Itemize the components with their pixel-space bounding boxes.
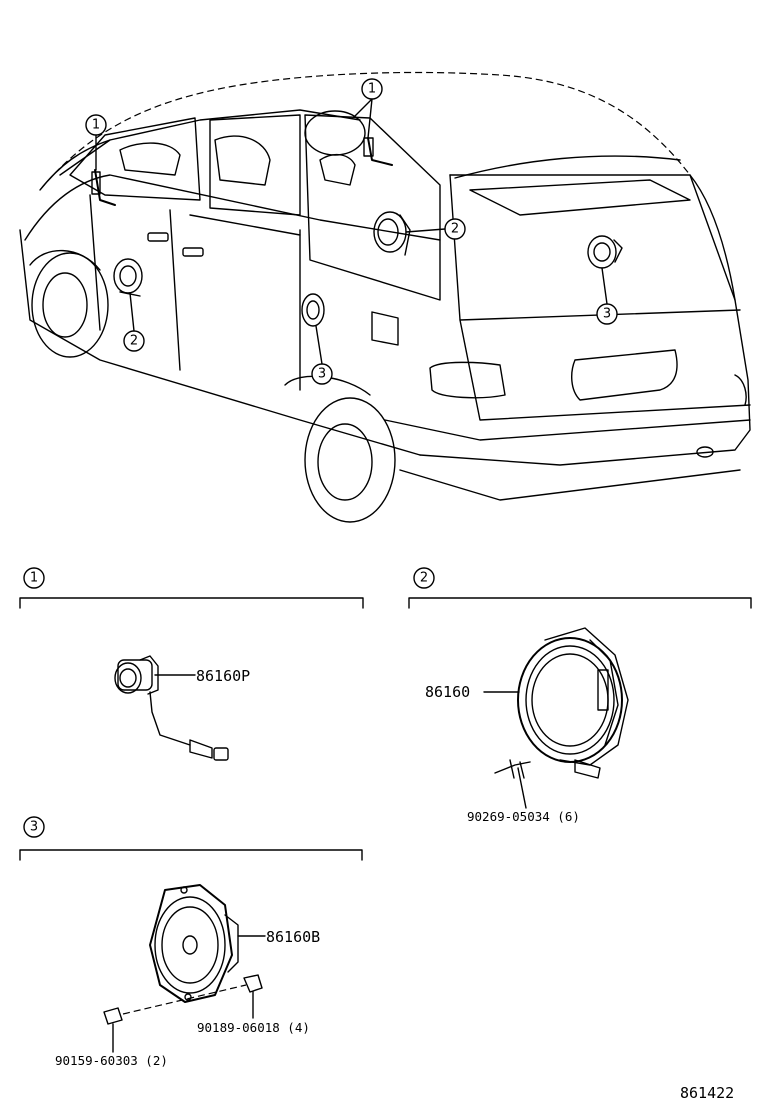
part-number-90189-06018: 90189-06018 (4) xyxy=(197,1020,310,1035)
leader-90269 xyxy=(517,767,527,809)
part-number-90159-60303: 90159-60303 (2) xyxy=(55,1053,168,1068)
part-number-86160b: 86160B xyxy=(266,928,320,946)
section-3-marker xyxy=(23,816,45,838)
svg-text:2: 2 xyxy=(130,334,138,349)
section-3: 3 86160B 90159-60303 (2) 90189-06018 (4) xyxy=(19,816,363,1068)
vehicle-speaker-rear-door xyxy=(301,293,325,327)
svg-text:1: 1 xyxy=(368,82,376,97)
callout-3-rear-hatch: 3 xyxy=(596,303,618,325)
callout-1-front-right: 1 xyxy=(361,78,383,100)
callout-3-rear-door: 3 xyxy=(311,363,333,385)
section-1-bracket xyxy=(19,597,364,609)
vehicle-speaker-rear-hatch xyxy=(587,235,623,269)
section-2-marker xyxy=(413,567,435,589)
section-2: 2 86160 90269-05034 (6) xyxy=(408,567,752,824)
vehicle-speaker-rear-quarter xyxy=(373,211,411,256)
callout-1-front-left: 1 xyxy=(85,114,107,136)
part-number-86160p: 86160P xyxy=(196,667,250,685)
svg-text:2: 2 xyxy=(451,222,459,237)
diagram-id: 861422 xyxy=(680,1084,734,1102)
vehicle-illustration: 1 1 2 2 3 3 xyxy=(19,71,751,523)
vehicle-tweeter-front-left xyxy=(91,169,116,206)
svg-text:3: 3 xyxy=(318,367,326,382)
section-1-marker xyxy=(23,567,45,589)
svg-text:3: 3 xyxy=(603,307,611,322)
part-number-86160: 86160 xyxy=(425,683,470,701)
vehicle-tweeter-front-right xyxy=(363,137,393,166)
section-3-bracket xyxy=(19,849,363,861)
svg-text:3: 3 xyxy=(30,820,38,835)
svg-text:2: 2 xyxy=(420,571,428,586)
section-1: 1 86160P xyxy=(19,567,364,761)
svg-text:1: 1 xyxy=(92,118,100,133)
tweeter-86160p-drawing xyxy=(114,655,229,761)
speaker-86160-drawing xyxy=(494,627,629,779)
svg-text:1: 1 xyxy=(30,571,38,586)
section-2-bracket xyxy=(408,597,752,609)
callout-2-rear-quarter: 2 xyxy=(444,218,466,240)
part-number-90269-05034: 90269-05034 (6) xyxy=(467,809,580,824)
callout-2-front-door: 2 xyxy=(123,330,145,352)
speaker-86160b-drawing xyxy=(103,884,263,1025)
vehicle-speaker-front-door xyxy=(113,258,143,297)
